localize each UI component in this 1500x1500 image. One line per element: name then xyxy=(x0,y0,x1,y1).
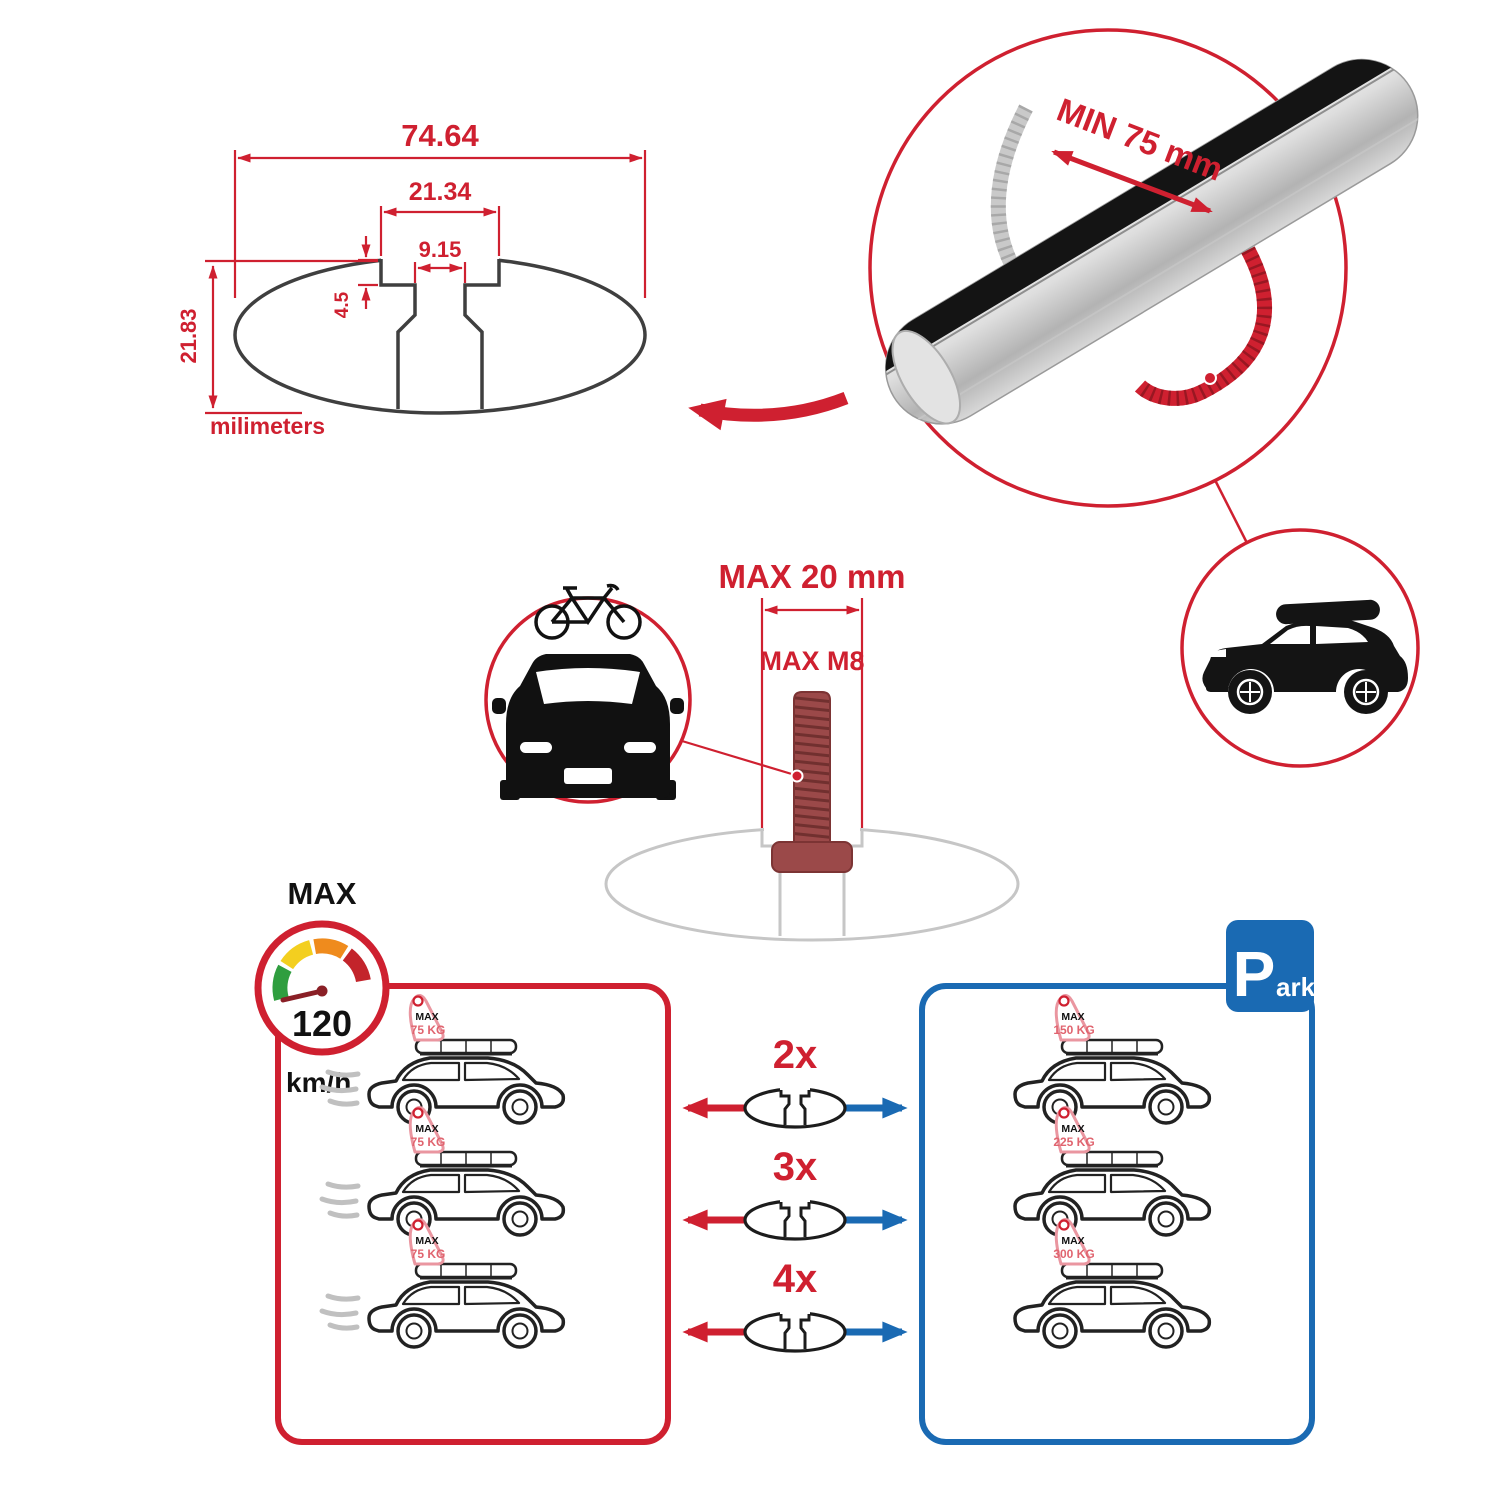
roof-box xyxy=(1276,599,1380,625)
bolt-shank xyxy=(793,691,831,843)
multiplier-row-3: 4x xyxy=(682,1257,908,1353)
roof-cargo xyxy=(1060,1150,1164,1167)
headlight-right xyxy=(624,742,656,753)
dim-total-width-value: 74.64 xyxy=(401,118,479,153)
profile-channel-outline xyxy=(379,259,501,409)
bicycle-icon xyxy=(534,583,642,640)
parked-car-row-1: MAX 150 KG xyxy=(1013,993,1212,1125)
park-sign-letter: P xyxy=(1233,938,1276,1010)
crossbar-profile-icon xyxy=(743,1084,847,1129)
parked-car-row-3: MAX 300 KG xyxy=(1013,1217,1212,1349)
t-bolt xyxy=(771,691,853,873)
load-sign: MAX 75 KG xyxy=(408,993,446,1042)
bolt-point-dot xyxy=(790,769,804,783)
car-mirror-right xyxy=(670,698,684,714)
suv-front-wheel xyxy=(1228,670,1272,714)
pointer-arrow-to-profile xyxy=(688,391,849,431)
car-front-circle xyxy=(484,583,692,804)
load-sign-weight: 225 KG xyxy=(1053,1135,1094,1149)
load-sign: MAX 75 KG xyxy=(408,1217,446,1266)
profile-channel-fill xyxy=(381,261,499,409)
clamp-strap-right xyxy=(1134,246,1272,406)
max-thread-label: MAX M8 xyxy=(759,646,864,676)
dim-total-width xyxy=(233,150,647,298)
speed-max-label: MAX xyxy=(288,876,357,911)
dim-bolt-width xyxy=(760,598,864,828)
multiplier-row-1: 2x xyxy=(682,1033,908,1129)
gauge-needle xyxy=(280,988,325,1003)
load-sign-weight: 150 KG xyxy=(1053,1023,1094,1037)
roof-cargo xyxy=(1060,1038,1164,1055)
load-sign-weight: 75 KG xyxy=(411,1135,446,1149)
max-width-label: MAX 20 mm xyxy=(718,558,905,595)
roof-cargo xyxy=(1060,1262,1164,1279)
speed-limit-group: MAX 120 km/h xyxy=(254,876,390,1098)
suv-headlight xyxy=(1208,649,1226,657)
units-label: milimeters xyxy=(210,413,325,439)
dim-height-value: 21.83 xyxy=(176,308,201,363)
driving-car-row-2: MAX 75 KG xyxy=(322,1105,566,1237)
crossbar-end-face xyxy=(891,329,962,425)
driving-car-row-1: MAX 75 KG xyxy=(322,993,566,1125)
dim-channel-inner-value: 9.15 xyxy=(419,237,462,262)
crossbar-profile-icon xyxy=(743,1308,847,1353)
bolt-head xyxy=(771,841,853,873)
park-sign-plate xyxy=(1226,920,1314,1012)
multiplier-row-2: 3x xyxy=(682,1145,908,1241)
vehicle-circle xyxy=(1180,528,1420,768)
multiplier-label: 2x xyxy=(773,1033,818,1077)
gauge-segments xyxy=(272,938,371,1001)
cross-section-diagram: 74.64 21.34 9.15 4.5 21.83 milimeters xyxy=(176,118,647,439)
parked-car-row-2: MAX 225 KG xyxy=(1013,1105,1212,1237)
dim-height xyxy=(205,259,378,415)
roof-cargo xyxy=(414,1262,518,1279)
connector-to-vehicle-circle xyxy=(1213,479,1249,544)
load-sign-max: MAX xyxy=(415,1123,438,1135)
multiplier-label: 3x xyxy=(773,1145,818,1189)
bolt-diagram: MAX 20 mm MAX M8 xyxy=(484,558,1020,942)
load-sign-max: MAX xyxy=(415,1235,438,1247)
bar-detail: MIN 75 mm xyxy=(688,28,1426,768)
speed-units: km/h xyxy=(286,1067,351,1098)
windshield xyxy=(536,668,640,704)
dim-channel-inner xyxy=(413,262,467,283)
suv-rear-wheel xyxy=(1344,670,1388,714)
load-sign-max: MAX xyxy=(415,1011,438,1023)
load-sign-weight: 75 KG xyxy=(411,1247,446,1261)
license-plate xyxy=(564,768,612,784)
multiplier-label: 4x xyxy=(773,1257,818,1301)
roof-cargo xyxy=(414,1038,518,1055)
park-sign: P ark xyxy=(1226,920,1316,1012)
load-sign: MAX 75 KG xyxy=(408,1105,446,1154)
dim-channel-outer-value: 21.34 xyxy=(409,178,472,206)
suv-rear-window xyxy=(1316,626,1368,644)
dim-lip-depth-value: 4.5 xyxy=(332,291,353,318)
gauge-needle-hub xyxy=(316,985,328,997)
load-sign: MAX 225 KG xyxy=(1053,1105,1095,1154)
suv-illustration xyxy=(1202,599,1408,714)
load-sign-weight: 75 KG xyxy=(411,1023,446,1037)
dim-channel-outer xyxy=(379,206,501,256)
headlight-left xyxy=(520,742,552,753)
load-sign-max: MAX xyxy=(1061,1011,1084,1023)
load-sign-max: MAX xyxy=(1061,1235,1084,1247)
car-front-icon xyxy=(492,654,684,800)
suv-front-window xyxy=(1270,625,1310,644)
crossbar-profile-icon xyxy=(743,1196,847,1241)
connector-circle-to-bolt xyxy=(681,739,796,777)
speed-value: 120 xyxy=(292,1003,352,1044)
roof-cargo xyxy=(414,1150,518,1167)
load-sign: MAX 300 KG xyxy=(1053,1217,1095,1266)
park-sign-suffix: ark xyxy=(1276,972,1316,1002)
load-sign-max: MAX xyxy=(1061,1123,1084,1135)
load-sign-weight: 300 KG xyxy=(1053,1247,1094,1261)
clamp-fix-dot xyxy=(1203,371,1217,385)
driving-car-row-3: MAX 75 KG xyxy=(322,1217,566,1349)
car-mirror-left xyxy=(492,698,506,714)
load-sign: MAX 150 KG xyxy=(1053,993,1095,1042)
